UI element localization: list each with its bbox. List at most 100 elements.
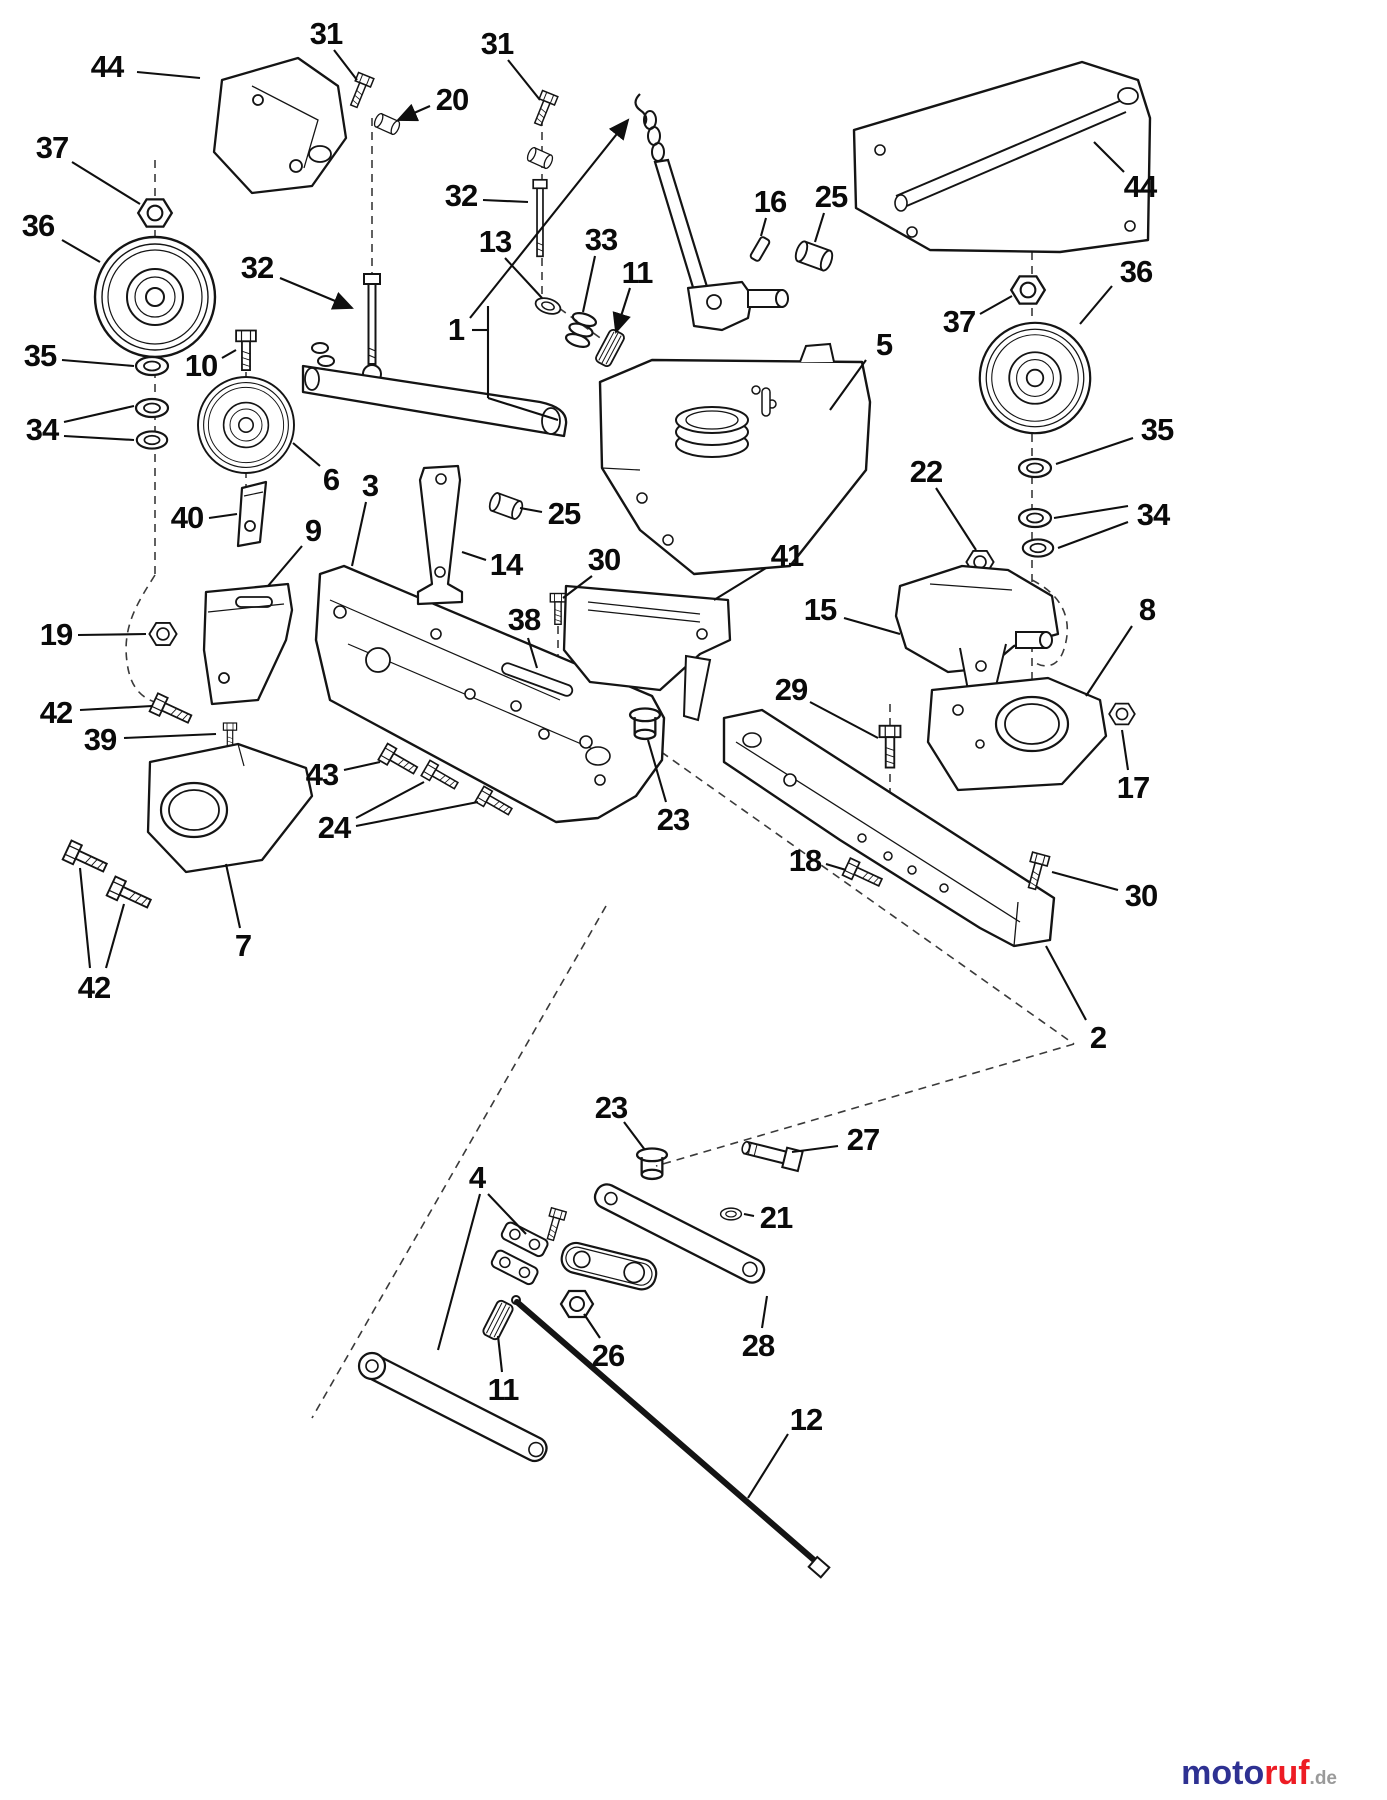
part-label-20: 20 [435, 82, 469, 117]
leader-line-24 [355, 781, 425, 819]
part-label-29: 29 [774, 672, 808, 707]
part-36-pulley-left [93, 235, 217, 359]
part-44-bracket-right [852, 60, 1152, 254]
leader-line-20 [396, 103, 431, 122]
leader-line-23-mid [646, 739, 668, 803]
part-34-washers-right [1017, 507, 1055, 558]
leader-line-30-mid [562, 575, 593, 599]
watermark-link[interactable]: motoruf.de [1181, 1756, 1337, 1790]
leader-line-35-right [1055, 437, 1134, 465]
leader-line-10 [221, 349, 237, 359]
leader-line-15 [843, 616, 901, 636]
leader-line-26 [583, 1313, 601, 1339]
part-label-10: 10 [184, 348, 218, 383]
leader-line-37-left [71, 161, 141, 205]
leader-line-9 [267, 545, 303, 587]
part-35-washer-right [1017, 457, 1053, 479]
leader-line-33 [581, 255, 597, 313]
part-2-frame-rail [722, 708, 1056, 948]
leader-line-32-left [279, 277, 354, 310]
leader-line-2 [1045, 945, 1087, 1021]
part-label-38: 38 [507, 602, 541, 637]
part-label-9: 9 [304, 513, 322, 548]
part-6-pulley [197, 376, 295, 474]
part-label-11-lower: 11 [487, 1372, 520, 1407]
leader-line-28 [760, 1295, 769, 1329]
part-label-36-right: 36 [1119, 254, 1153, 289]
leader-line-34-right [1057, 521, 1129, 549]
part-38-slot [501, 662, 574, 697]
part-17-nut [1108, 702, 1136, 726]
part-21-washer [719, 1207, 743, 1221]
part-3-main-plate [314, 564, 666, 824]
part-11-spline-lower [480, 1298, 516, 1342]
part-label-30-mid: 30 [587, 542, 621, 577]
leader-line-4 [487, 1193, 527, 1235]
part-label-26: 26 [591, 1338, 625, 1373]
part-28-arm [593, 1183, 766, 1284]
part-41-plate [562, 584, 732, 722]
part-lift-rod-chain [634, 93, 789, 332]
part-label-12: 12 [789, 1402, 823, 1437]
leader-line-11-top [612, 287, 632, 335]
part-label-23-lower: 23 [594, 1090, 628, 1125]
part-42-bolts-lower [61, 839, 155, 915]
part-label-30-right: 30 [1124, 878, 1158, 913]
part-1-lift-arm [301, 342, 568, 438]
part-4-lower-arm [357, 1351, 548, 1463]
part-label-4: 4 [468, 1160, 486, 1195]
part-11-spline-top [593, 327, 627, 369]
part-label-35-left: 35 [23, 338, 57, 373]
part-19-nut [148, 622, 178, 646]
leader-line-36-right [1079, 285, 1113, 325]
part-label-31-right: 31 [480, 26, 514, 61]
part-label-28: 28 [741, 1328, 775, 1363]
part-5-frame [598, 342, 872, 576]
part-12-rod [511, 1295, 831, 1579]
part-10-bolt [235, 329, 257, 372]
leader-line-34-right [1053, 504, 1129, 520]
part-31-bolt-left [345, 71, 375, 111]
part-label-14: 14 [489, 547, 523, 582]
part-label-11-top: 11 [621, 255, 654, 290]
part-25-bushing-top [792, 239, 836, 273]
part-label-34-left: 34 [25, 412, 59, 447]
part-40-bracket [236, 480, 268, 548]
part-9-bracket [202, 582, 294, 706]
part-label-35-right: 35 [1140, 412, 1174, 447]
part-label-25-mid: 25 [547, 496, 581, 531]
part-label-7: 7 [234, 928, 252, 963]
part-36-pulley-right [978, 321, 1092, 435]
part-35-washer-left [134, 355, 170, 377]
part-label-42-upper: 42 [39, 695, 73, 730]
leader-line-42-upper [79, 704, 153, 712]
part-label-25-top: 25 [814, 179, 848, 214]
leader-line-42-lower [104, 903, 126, 969]
leader-line-43 [343, 760, 381, 772]
leader-line-5 [829, 359, 867, 411]
part-label-33: 33 [584, 222, 618, 257]
part-20-spacer [372, 111, 402, 137]
part-label-8: 8 [1138, 592, 1156, 627]
part-4-clevis-plates [490, 1207, 567, 1286]
part-label-16: 16 [753, 184, 787, 219]
part-label-31-left: 31 [309, 16, 343, 51]
leader-line-6 [292, 442, 321, 467]
part-label-32-mid: 32 [444, 178, 478, 213]
leader-line-32-mid [482, 198, 529, 204]
part-42-bolt-upper [148, 692, 195, 729]
part-29-bolt [878, 724, 902, 769]
part-13-washer [532, 294, 564, 318]
part-32-long-bolt-left [362, 273, 382, 384]
part-label-21: 21 [759, 1200, 793, 1235]
leader-line-41 [713, 567, 767, 601]
leader-line-3 [350, 501, 368, 567]
part-label-37-right: 37 [942, 304, 976, 339]
leader-line-36-left [61, 239, 101, 263]
leader-line-27 [791, 1144, 839, 1154]
part-14-strap [416, 464, 464, 606]
part-label-34-right: 34 [1136, 497, 1170, 532]
part-33-spring [563, 309, 599, 351]
part-26-nut [559, 1289, 595, 1319]
